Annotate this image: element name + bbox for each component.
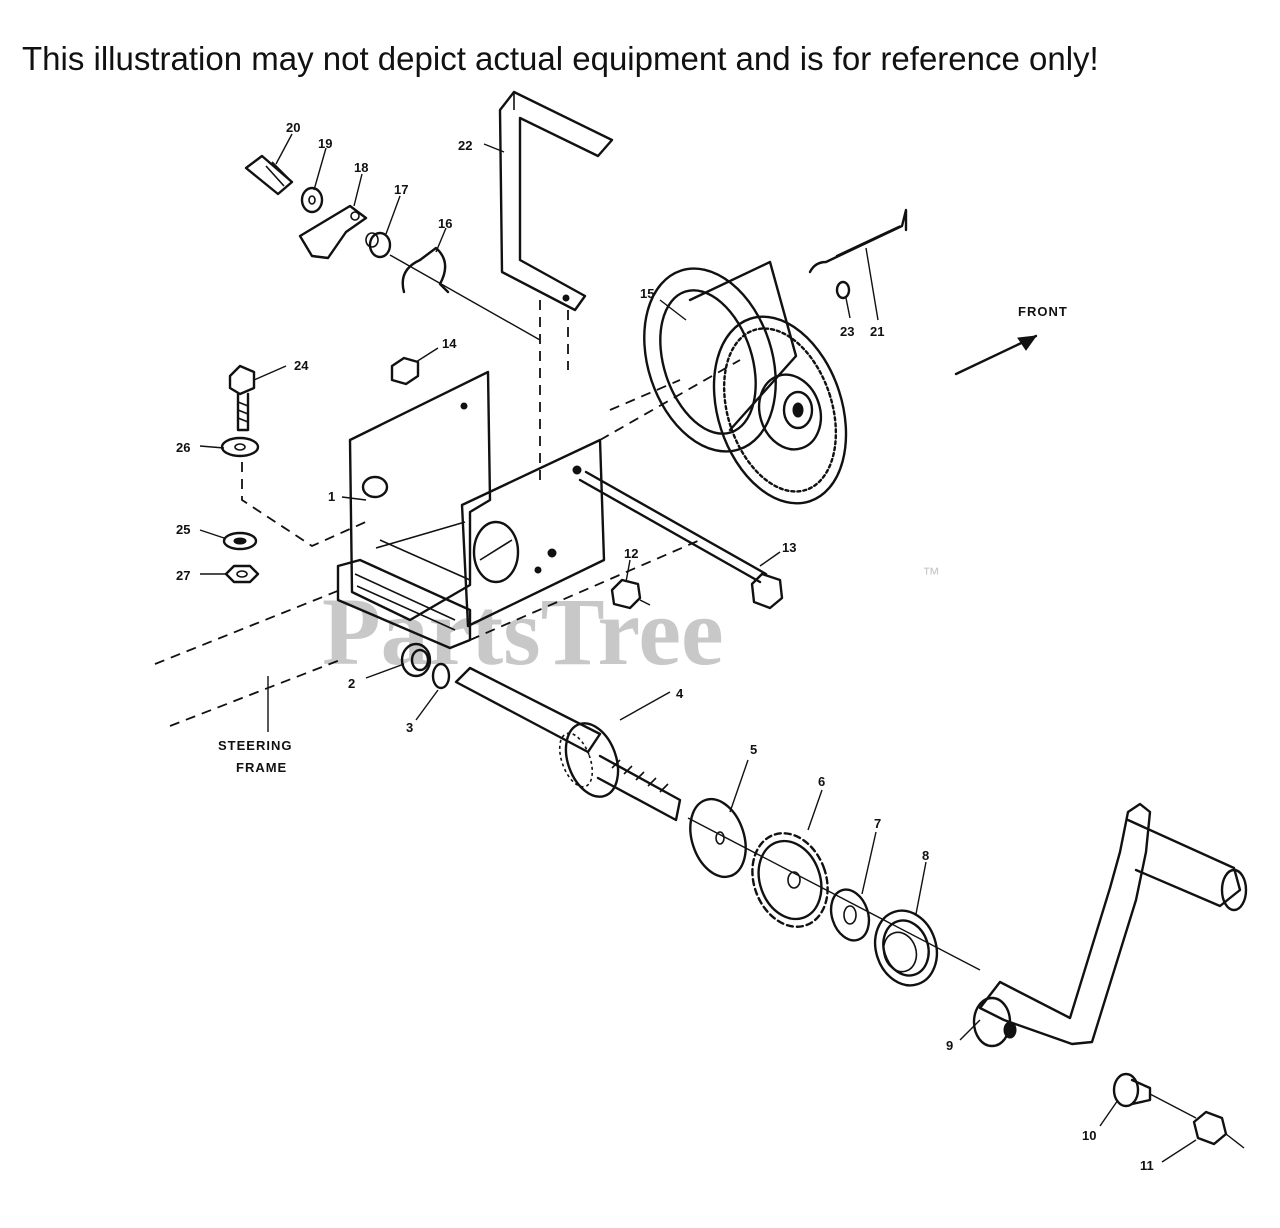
callout-9: 9 <box>946 1038 953 1053</box>
part-19-washer <box>300 186 324 214</box>
steering-frame-outline <box>154 379 701 727</box>
callout-7: 7 <box>874 816 881 831</box>
callout-13: 13 <box>782 540 796 555</box>
callout-10: 10 <box>1082 1128 1096 1143</box>
callout-25: 25 <box>176 522 190 537</box>
callout-18: 18 <box>354 160 368 175</box>
callout-11: 11 <box>1140 1158 1154 1173</box>
callout-21: 21 <box>870 324 884 339</box>
callout-5: 5 <box>750 742 757 757</box>
callout-2: 2 <box>348 676 355 691</box>
part-27-nut <box>224 564 260 584</box>
callout-leaders <box>199 133 1197 1163</box>
callout-24: 24 <box>294 358 309 373</box>
part-3-ring <box>431 662 451 690</box>
callout-23: 23 <box>840 324 854 339</box>
callout-17: 17 <box>394 182 408 197</box>
part-23-clip <box>835 280 851 300</box>
part-1-bracket <box>348 370 606 628</box>
steering-frame-label-line2: FRAME <box>236 760 287 775</box>
part-2-bearing <box>400 642 432 678</box>
part-7-washer <box>829 888 871 942</box>
disclaimer-text: This illustration may not depict actual … <box>22 40 1099 77</box>
part-26-washer <box>220 436 260 458</box>
part-13-bolt <box>578 359 784 610</box>
callout-4: 4 <box>676 686 684 701</box>
part-15-drum <box>643 260 848 505</box>
part-24-bolt <box>228 364 256 432</box>
part-12-nut <box>610 578 651 610</box>
watermark-brand: PartsTree <box>322 578 724 685</box>
watermark-trademark: ™ <box>922 564 940 584</box>
steering-frame-label-line1: STEERING <box>218 738 292 753</box>
callout-1: 1 <box>328 489 335 504</box>
part-9-crank-handle <box>972 802 1248 1048</box>
part-20-bolt <box>244 154 294 196</box>
callout-19: 19 <box>318 136 332 151</box>
part-25-washer <box>222 531 258 551</box>
callout-8: 8 <box>922 848 929 863</box>
callout-12: 12 <box>624 546 638 561</box>
frame-block <box>336 558 472 650</box>
callout-numbers: 1 2 3 4 5 6 7 8 9 10 11 12 13 14 15 16 1… <box>176 120 1154 1173</box>
callout-14: 14 <box>442 336 457 351</box>
callout-6: 6 <box>818 774 825 789</box>
part-5-washer <box>689 797 747 879</box>
part-17-spacer <box>365 231 392 259</box>
callout-3: 3 <box>406 720 413 735</box>
front-label: FRONT <box>1018 304 1068 319</box>
front-arrow <box>954 334 1038 376</box>
part-22-lever <box>498 90 614 480</box>
part-18-link <box>298 204 368 260</box>
callout-16: 16 <box>438 216 452 231</box>
part-21-pin <box>808 208 908 274</box>
callout-20: 20 <box>286 120 300 135</box>
part-6-sprocket <box>751 832 829 928</box>
part-8-bearing <box>873 909 939 987</box>
part-16-spring-clip <box>389 246 541 341</box>
part-10-bushing <box>1112 1072 1197 1119</box>
callout-27: 27 <box>176 568 190 583</box>
part-11-nut <box>1192 1110 1245 1149</box>
callout-26: 26 <box>176 440 190 455</box>
part-4-pinion-shaft <box>454 666 682 822</box>
callout-22: 22 <box>458 138 472 153</box>
part-14-nut <box>390 356 420 386</box>
callout-15: 15 <box>640 286 654 301</box>
